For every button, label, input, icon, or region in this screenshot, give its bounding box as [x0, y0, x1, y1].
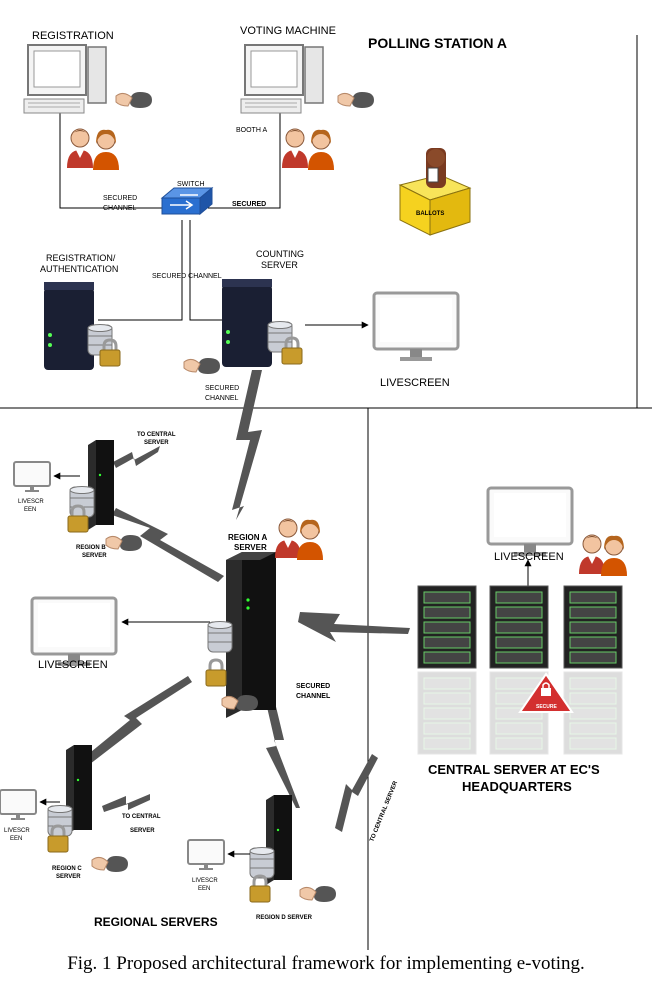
lightning-link-regiond-central	[335, 754, 378, 832]
lightning-link-polling-regiona	[232, 370, 262, 520]
fingerprint-scanner-icon	[299, 885, 337, 903]
voter-male-icon	[66, 128, 94, 169]
secured-right-label: SECURED	[232, 201, 266, 208]
lightning-link-regionb-regiona	[112, 508, 224, 582]
counting-server-label-1: COUNTING	[256, 249, 304, 259]
region-c-livescreen-2: EEN	[10, 836, 22, 842]
secured-channel-bottom-2: CHANNEL	[205, 395, 239, 402]
database-icon	[249, 847, 275, 879]
lock-icon	[204, 658, 228, 688]
fingerprint-scanner-icon	[221, 694, 259, 712]
voting-machine-label: VOTING MACHINE	[240, 25, 336, 37]
reg-auth-label-1: REGISTRATION/	[46, 253, 116, 263]
ballot-label: BALLOTS	[416, 211, 444, 217]
secured-channel-left-2: CHANNEL	[103, 205, 137, 212]
polling-station-title: POLLING STATION A	[368, 35, 507, 51]
central-server-title-2: HEADQUARTERS	[462, 779, 572, 794]
region-a-secured-1: SECURED	[296, 683, 330, 690]
lightning-link-regiona-central	[298, 612, 410, 642]
counting-server-label-2: SERVER	[261, 260, 298, 270]
fingerprint-scanner-icon	[337, 91, 375, 109]
region-b-to-central-1: TO CENTRAL	[137, 432, 176, 438]
region-d-livescreen-icon	[187, 839, 225, 871]
voter-male-icon	[281, 128, 309, 169]
lightning-link-regiona-regiond	[264, 690, 300, 808]
official-female-icon	[600, 535, 628, 577]
registration-label: REGISTRATION	[32, 30, 114, 42]
secure-badge-label: SECURE	[536, 704, 558, 710]
central-rack-server-icon	[563, 585, 623, 669]
region-c-to-central-2: SERVER	[130, 828, 155, 834]
booth-label: BOOTH A	[236, 127, 267, 134]
secured-channel-bottom-1: SECURED	[205, 385, 239, 392]
region-b-to-central-2: SERVER	[144, 440, 169, 446]
central-server-title-1: CENTRAL SERVER AT EC'S	[428, 762, 600, 777]
region-b-label-2: SERVER	[82, 553, 107, 559]
region-b-label-1: REGION B	[76, 545, 106, 551]
region-a-livescreen-icon	[30, 596, 118, 668]
auth-server-icon	[44, 282, 94, 370]
region-d-label: REGION D SERVER	[256, 915, 313, 921]
official-female-icon	[296, 519, 324, 561]
region-a-livescreen-label: LIVESCREEN	[38, 659, 108, 671]
fingerprint-scanner-icon	[105, 534, 143, 552]
region-b-livescreen-icon	[13, 461, 51, 493]
fingerprint-scanner-icon	[91, 855, 129, 873]
fingerprint-scanner-icon	[115, 91, 153, 109]
figure-caption: Fig. 1 Proposed architectural framework …	[67, 953, 585, 974]
region-a-secured-2: CHANNEL	[296, 693, 331, 700]
secured-channel-mid-label: SECURED CHANNEL	[152, 273, 222, 280]
voter-female-icon	[92, 129, 120, 171]
lightning-link-regionb-central	[113, 446, 160, 468]
registration-switch-link	[59, 112, 165, 209]
region-a-server-icon	[226, 552, 276, 718]
region-c-livescreen-1: LIVESCR	[4, 828, 30, 834]
region-a-label-1: REGION A	[228, 533, 267, 542]
central-livescreen-label: LIVESCREEN	[494, 551, 564, 563]
region-a-label-2: SERVER	[234, 543, 267, 552]
ballot-box-icon	[398, 148, 472, 236]
official-male-icon	[274, 518, 302, 559]
database-icon	[207, 621, 233, 653]
lightning-link-regionc-central	[102, 794, 150, 812]
official-male-icon	[578, 534, 606, 575]
central-rack-server-icon	[417, 585, 477, 669]
fingerprint-scanner-icon	[183, 357, 221, 375]
voter-female-icon	[307, 129, 335, 171]
lock-icon	[248, 874, 272, 904]
region-c-label-2: SERVER	[56, 874, 81, 880]
livescreen-monitor-icon	[372, 291, 460, 363]
region-c-to-central-1: TO CENTRAL	[122, 814, 161, 820]
switch-counting-link	[189, 220, 222, 321]
voting-machine-icon	[240, 44, 324, 114]
lightning-link-regionc-regiona	[86, 676, 192, 764]
registration-computer-icon	[23, 44, 107, 114]
region-c-label-1: REGION C	[52, 866, 82, 872]
regional-servers-title: REGIONAL SERVERS	[94, 915, 218, 929]
central-livescreen-icon	[486, 486, 574, 558]
reg-auth-label-2: AUTHENTICATION	[40, 264, 118, 274]
central-rack-server-icon	[489, 585, 549, 669]
region-b-livescreen-1: LIVESCR	[18, 499, 44, 505]
polling-livescreen-label: LIVESCREEN	[380, 377, 450, 389]
region-b-livescreen-2: EEN	[24, 507, 36, 513]
switch-label: SWITCH	[177, 181, 205, 188]
counting-server-icon	[222, 279, 272, 367]
database-icon	[69, 486, 95, 518]
database-icon	[267, 321, 293, 353]
secure-badge-icon: SECURE	[518, 672, 574, 713]
region-d-livescreen-1: LIVESCR	[192, 878, 218, 884]
secured-channel-left-1: SECURED	[103, 195, 137, 202]
switch-auth-link	[98, 220, 183, 321]
switch-icon	[160, 186, 214, 216]
to-central-rotated-label: TO CENTRAL SERVER	[369, 780, 399, 843]
voting-switch-link	[208, 112, 281, 209]
region-c-livescreen-icon	[0, 789, 37, 821]
region-d-livescreen-2: EEN	[198, 886, 210, 892]
